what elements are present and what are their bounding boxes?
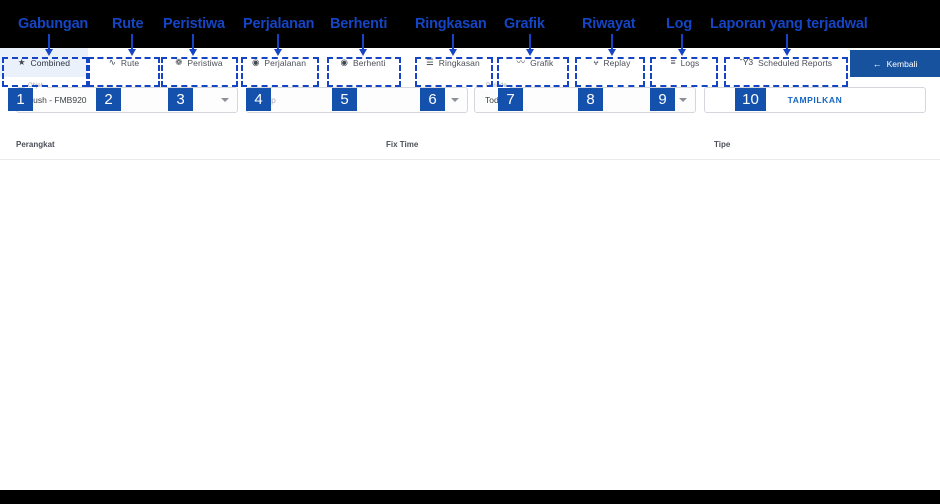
tab-label: Scheduled Reports xyxy=(758,57,833,68)
filter-row: Objek Rush - FMB920 Grup Periode Today T… xyxy=(0,77,940,127)
periode-select[interactable]: Periode Today xyxy=(474,82,696,113)
stop-icon: ◉ xyxy=(340,57,348,68)
tab-berhenti[interactable]: ◉ Berhenti xyxy=(326,48,400,77)
periode-label: Periode xyxy=(483,82,510,90)
grup-value: Grup xyxy=(257,95,276,105)
tab-label: Perjalanan xyxy=(264,57,307,68)
tab-label: Replay xyxy=(603,57,631,68)
tab-label: Combined xyxy=(30,57,71,68)
tampilkan-button[interactable]: TAMPILKAN xyxy=(704,87,926,113)
tab-grafik[interactable]: 〰 Grafik xyxy=(500,48,570,77)
back-button-label: Kembali xyxy=(886,58,918,69)
tab-label: Peristiwa xyxy=(187,57,223,68)
periode-value: Today xyxy=(485,95,508,105)
tab-combined[interactable]: ★ Combined xyxy=(0,48,88,77)
annotation-label-7: Grafik xyxy=(504,16,545,32)
annotation-label-2: Rute xyxy=(112,16,144,32)
star-icon: ★ xyxy=(17,57,26,68)
tab-replay[interactable]: ⩝ Replay xyxy=(578,48,646,77)
summary-icon: ☰ xyxy=(426,57,434,68)
tab-label: Rute xyxy=(120,57,140,68)
tab-peristiwa[interactable]: ❁ Peristiwa xyxy=(160,48,238,77)
column-header-perangkat: Perangkat xyxy=(16,140,55,149)
objek-value: Rush - FMB920 xyxy=(27,95,87,105)
tab-rute[interactable]: ∿ Rute xyxy=(88,48,160,77)
logs-icon: ≡ xyxy=(670,57,676,68)
column-header-tipe: Tipe xyxy=(714,140,731,149)
results-table-header: Perangkat Fix Time Tipe xyxy=(0,131,940,160)
annotation-label-1: Gabungan xyxy=(18,16,89,32)
tab-scheduled-reports[interactable]: Ὕ3 Scheduled Reports xyxy=(726,48,846,77)
tab-label: Berhenti xyxy=(352,57,386,68)
report-panel: ★ Combined ∿ Rute ❁ Peristiwa ◉ Perjalanan ◉ Berh… xyxy=(0,48,940,490)
route-icon: ∿ xyxy=(108,57,116,68)
tab-label: Ringkasan xyxy=(438,57,480,68)
tab-label: Logs xyxy=(680,57,700,68)
annotation-label-6: Ringkasan xyxy=(415,16,487,32)
chevron-down-icon[interactable] xyxy=(221,98,229,102)
objek-label: Objek xyxy=(25,82,47,90)
column-header-fix-time: Fix Time xyxy=(386,140,419,149)
grup-select[interactable]: Grup xyxy=(246,87,468,113)
annotation-label-3: Peristiwa xyxy=(163,16,225,32)
annotation-label-10: Laporan yang terjadwal xyxy=(710,16,868,32)
arrow-left-icon: ← xyxy=(872,58,882,69)
replay-icon: ⩝ xyxy=(593,57,599,68)
annotation-label-9: Log xyxy=(666,16,692,32)
annotation-label-5: Berhenti xyxy=(330,16,388,32)
chevron-down-icon[interactable] xyxy=(451,98,459,102)
annotation-label-4: Perjalanan xyxy=(243,16,315,32)
chevron-down-icon[interactable] xyxy=(679,98,687,102)
event-icon: ❁ xyxy=(175,57,183,68)
back-button[interactable]: ← Kembali xyxy=(850,50,940,77)
tab-ringkasan[interactable]: ☰ Ringkasan xyxy=(414,48,492,77)
chart-icon: 〰 xyxy=(516,57,526,68)
tab-label: Grafik xyxy=(530,57,554,68)
trip-icon: ◉ xyxy=(251,57,260,68)
tab-logs[interactable]: ≡ Logs xyxy=(652,48,718,77)
objek-select[interactable]: Objek Rush - FMB920 xyxy=(16,82,238,113)
tab-perjalanan[interactable]: ◉ Perjalanan xyxy=(240,48,318,77)
annotation-label-8: Riwayat xyxy=(582,16,636,32)
calendar-icon: Ὕ3 xyxy=(739,57,754,68)
report-tab-bar: ★ Combined ∿ Rute ❁ Peristiwa ◉ Perjalanan ◉ Berh… xyxy=(0,48,940,78)
